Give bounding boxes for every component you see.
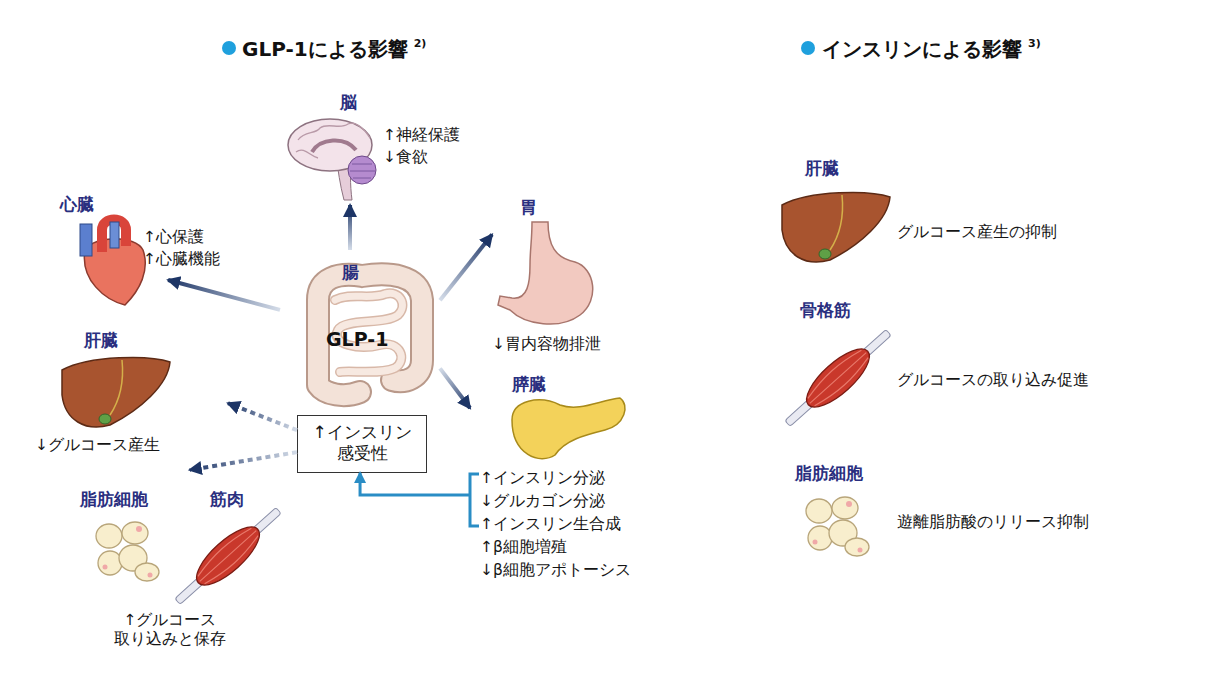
effect-text: ↓胃内容物排泄 [492, 335, 601, 354]
brain-gyri [296, 123, 370, 158]
brain-cerebellum [348, 156, 376, 184]
heart-aorta [102, 220, 126, 253]
large-intestine [318, 274, 422, 395]
organ-label: 心臓 [60, 194, 94, 215]
heart-vein [80, 224, 92, 256]
effect-text: 遊離脂肪酸のリリース抑制 [897, 512, 1089, 532]
brain-illustration [288, 119, 376, 200]
effect-text: ↓β細胞アポトーシス [480, 561, 631, 580]
effect-text: ↑心臓機能 [143, 250, 220, 269]
organ-label: 骨格筋 [800, 300, 851, 321]
brain-callosum [312, 140, 356, 152]
reference-number: 3) [1028, 37, 1041, 50]
muscle-illustration [777, 321, 898, 434]
effect-text: ↑インスリン生合成 [480, 515, 621, 534]
organ-label: 筋肉 [210, 489, 244, 510]
effect-text: ↓グルコース産生 [35, 436, 160, 455]
title-bullet [801, 41, 815, 55]
connector-arrow [190, 452, 297, 470]
organ-group: 脂肪細胞遊離脂肪酸のリリース抑制 [775, 455, 1125, 555]
cerebellum-lines [350, 164, 375, 178]
pancreas-illustration [512, 398, 625, 459]
connector-arrow [360, 473, 470, 495]
effect-text: ↓食欲 [383, 148, 428, 167]
connector-arrow [168, 280, 280, 310]
connector-arrow [440, 235, 492, 301]
heart-illustration [80, 220, 145, 306]
muscle-illustration [167, 499, 288, 612]
liver-illustration [62, 357, 170, 427]
organ-group: 骨格筋グルコースの取り込み促進 [775, 292, 1125, 420]
effect-text: グルコースの取り込み促進 [897, 370, 1089, 390]
organ-label: 肝臓 [84, 330, 118, 351]
organ-group: 胃 ↓胃内容物排泄 [492, 195, 615, 360]
organ-label: 脳 [340, 92, 357, 113]
effect-text: ↑グルコース 取り込みと保存 [100, 611, 240, 650]
organ-label: 膵臓 [512, 374, 546, 395]
heart-body [84, 239, 145, 305]
organ-group: 腸 GLP-1 [280, 250, 440, 398]
organ-label: 脂肪細胞 [80, 489, 148, 510]
heart-artery [110, 222, 119, 248]
title-bullet [222, 41, 236, 55]
organ-label: 肝臓 [805, 158, 839, 179]
hormone-label: GLP-1 [326, 328, 388, 352]
organ-group: 肝臓グルコース産生の抑制 [775, 150, 1120, 260]
title-row: インスリンによる影響 3) [822, 36, 1041, 63]
organ-group: 肝臓 ↓グルコース産生 [30, 328, 228, 460]
fat-cell-illustration [806, 497, 869, 556]
organ-group: 膵臓 ↑インスリン分泌 ↓グルカゴン分泌 ↑インスリン生合成 ↑β細胞増殖 ↓β細胞アポト… [470, 372, 665, 588]
title-row: GLP-1による影響 2) [242, 36, 426, 63]
reference-number: 2) [414, 37, 427, 50]
effect-text: ↓グルカゴン分泌 [480, 492, 605, 511]
effect-text: ↑インスリン分泌 [480, 469, 605, 488]
large-intestine-outline [318, 274, 422, 395]
process-box: ↑インスリン 感受性 [297, 415, 427, 473]
fat-cell-illustration [96, 522, 159, 581]
intestine-illustration [318, 274, 422, 395]
organ-label: 腸 [342, 262, 359, 283]
effect-text: ↑心保護 [143, 228, 204, 247]
effect-text: ↑β細胞増殖 [480, 538, 567, 557]
bracket [470, 474, 479, 526]
section-title: GLP-1による影響 [242, 36, 408, 63]
liver-illustration [782, 192, 890, 262]
organ-group: 脂肪細胞 筋肉 ↑グルコース 取り込みと保存 [75, 470, 280, 660]
section-title: インスリンによる影響 [822, 36, 1022, 63]
connector-arrow [440, 368, 470, 408]
organ-label: 脂肪細胞 [795, 463, 863, 484]
organ-label: 胃 [520, 197, 537, 218]
effect-text: ↑インスリン 感受性 [302, 422, 422, 465]
organ-group: 心臓 ↑心保護 ↑心臓機能 [55, 192, 250, 280]
effect-text: グルコース産生の抑制 [897, 222, 1057, 242]
effect-text: ↑神経保護 [383, 126, 460, 145]
connector-arrow [228, 403, 297, 430]
organ-group: 脳 ↑神経保護 ↓食欲 [290, 90, 480, 205]
stomach-illustration [498, 222, 593, 324]
connector-arrow [348, 205, 352, 250]
